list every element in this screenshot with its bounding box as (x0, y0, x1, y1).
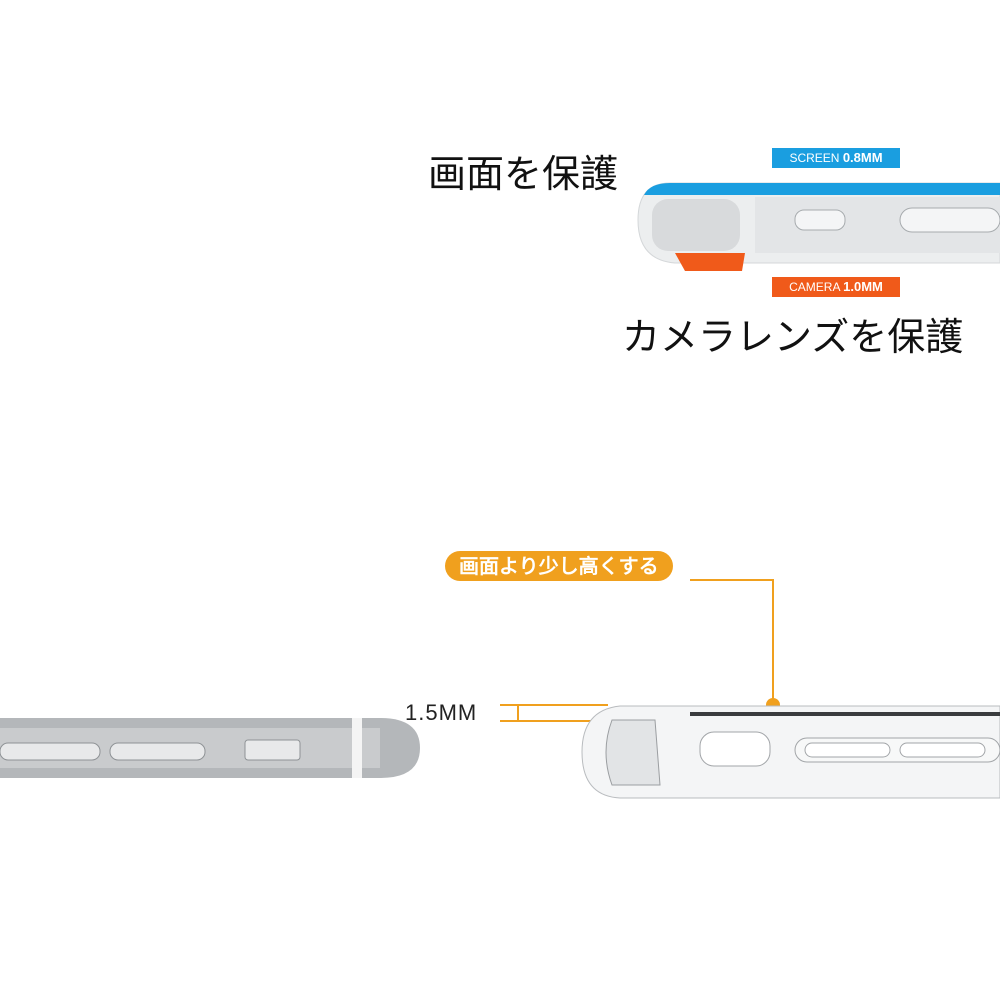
camera-protection-heading: カメラレンズを保護 (622, 315, 964, 359)
callout-leader-line (690, 579, 774, 703)
raised-edge-callout: 画面より少し高くする (445, 551, 673, 581)
camera-badge: CAMERA 1.0MM (772, 277, 900, 297)
screen-protection-heading: 画面を保護 (428, 152, 619, 196)
lip-height-label: 1.5MM (405, 700, 478, 725)
screen-badge: SCREEN 0.8MM (772, 148, 900, 168)
phone-cross-section-illustration (637, 182, 1000, 271)
camera-badge-value: 1.0MM (843, 279, 883, 294)
screen-badge-value: 0.8MM (842, 150, 883, 165)
clear-case-phone (581, 705, 1000, 799)
screen-lip (644, 183, 1000, 195)
camera-lip (675, 253, 745, 271)
phone-side-illustrations (0, 579, 1000, 799)
camera-badge-label: CAMERA (789, 280, 840, 294)
screen-badge-label: SCREEN (789, 151, 840, 165)
